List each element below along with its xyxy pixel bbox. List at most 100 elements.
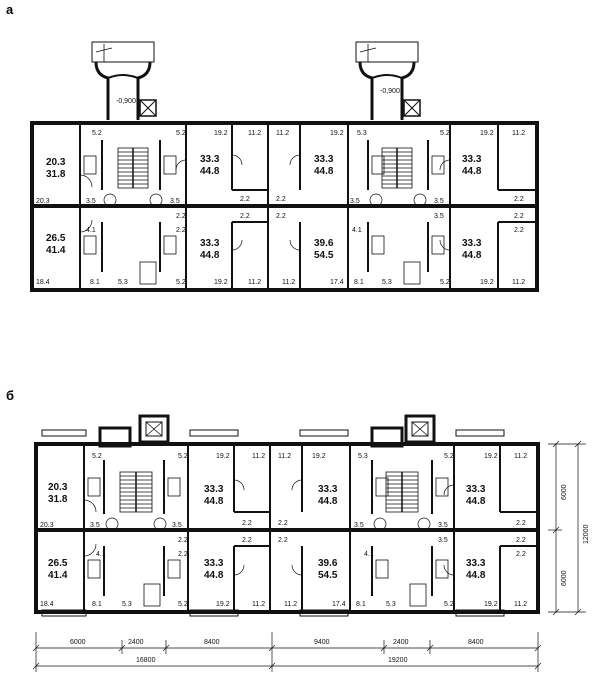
stairwell-left-b <box>119 471 153 513</box>
room-area-total: 44.8 <box>200 250 220 261</box>
plan-a: а -0,900 -0,900 <box>6 2 539 292</box>
area-label: 3.5 <box>90 522 100 529</box>
area-label: 3.5 <box>354 522 364 529</box>
room-area-total: 44.8 <box>204 570 224 581</box>
area-label: 5.2 <box>176 130 186 137</box>
stairwell-right-a <box>381 147 413 189</box>
area-label: 19.2 <box>480 279 494 286</box>
area-label: 5.2 <box>440 279 450 286</box>
area-label: 5.2 <box>92 130 102 137</box>
dim-label-total: 12000 <box>583 524 590 544</box>
area-label: 2.2 <box>516 537 526 544</box>
area-label: 11.2 <box>514 453 527 460</box>
area-label: 19.2 <box>484 601 498 608</box>
room-area: 20.3 <box>46 157 66 168</box>
area-label: 11.2 <box>248 279 261 286</box>
door-swings-b <box>83 479 455 576</box>
area-label: 5.2 <box>178 601 188 608</box>
area-label: 2.2 <box>276 213 286 220</box>
dimension-lines-x <box>32 632 542 672</box>
plan-b: б <box>6 388 590 672</box>
area-label: 3.5 <box>172 522 182 529</box>
room-area-total: 44.8 <box>314 166 334 177</box>
area-label: 3.5 <box>350 198 360 205</box>
room-area: 33.3 <box>200 154 220 165</box>
area-label: 4.1 <box>352 227 362 234</box>
dim-label-total: 19200 <box>388 657 408 664</box>
area-label: 3.5 <box>434 213 444 220</box>
bath-fixtures-b <box>87 477 449 607</box>
area-label: 17.4 <box>332 601 346 608</box>
room-area: 33.3 <box>466 484 486 495</box>
room-area-total: 41.4 <box>46 245 66 256</box>
dimension-labels-x: 6000 2400 8400 9400 2400 8400 16800 1920… <box>70 639 484 664</box>
partitions-b <box>83 444 538 612</box>
area-label: 11.2 <box>278 453 291 460</box>
area-label: 11.2 <box>252 601 265 608</box>
room-area-total: 44.8 <box>462 250 482 261</box>
area-label: 19.2 <box>480 130 494 137</box>
area-label: 11.2 <box>248 130 261 137</box>
area-label: 5.2 <box>176 279 186 286</box>
dimension-labels-y: 6000 6000 12000 <box>561 484 590 586</box>
area-label: 2.2 <box>514 213 524 220</box>
area-label: 2.2 <box>242 537 252 544</box>
room-area: 33.3 <box>200 238 220 249</box>
area-label: 11.2 <box>252 453 265 460</box>
room-area-total: 54.5 <box>318 570 338 581</box>
area-label: 5.2 <box>440 130 450 137</box>
small-labels-a: 5.2 5.2 19.2 11.2 11.2 19.2 5.3 5.2 19.2… <box>36 130 525 286</box>
area-label: 11.2 <box>512 130 525 137</box>
area-label: 5.3 <box>122 601 132 608</box>
area-label: 4.1 <box>96 551 106 558</box>
room-area: 33.3 <box>466 558 486 569</box>
area-label: 20.3 <box>36 198 50 205</box>
dim-label: 2400 <box>393 639 409 646</box>
area-label: 3.5 <box>170 198 180 205</box>
panel-letter-a: а <box>6 2 14 17</box>
stairwell-left-a <box>117 147 149 189</box>
area-label: 3.5 <box>438 537 448 544</box>
room-area: 33.3 <box>204 484 224 495</box>
room-area-total: 44.8 <box>318 496 338 507</box>
area-label: 18.4 <box>40 601 54 608</box>
area-label: 5.2 <box>92 453 102 460</box>
room-area: 33.3 <box>462 154 482 165</box>
area-label: 5.3 <box>358 453 368 460</box>
area-label: 19.2 <box>214 130 228 137</box>
room-labels-b: 20.3 31.8 26.5 41.4 33.3 44.8 33.3 44.8 … <box>48 482 486 581</box>
room-area-total: 31.8 <box>48 494 68 505</box>
room-area: 26.5 <box>48 558 68 569</box>
area-label: 3.5 <box>438 522 448 529</box>
area-label: 11.2 <box>514 601 527 608</box>
stairwell-right-b <box>385 471 419 513</box>
room-area-total: 44.8 <box>466 570 486 581</box>
room-area-total: 44.8 <box>462 166 482 177</box>
bath-fixtures-a <box>83 155 445 285</box>
area-label: 5.2 <box>178 453 188 460</box>
area-label: 5.3 <box>357 130 367 137</box>
partitions-a <box>79 123 537 290</box>
area-label: 2.2 <box>242 520 252 527</box>
dim-label: 6000 <box>561 570 568 586</box>
area-label: 2.2 <box>514 196 524 203</box>
door-swings-a <box>79 154 451 251</box>
area-label: 11.2 <box>276 130 289 137</box>
area-label: 4.1 <box>364 551 374 558</box>
area-label: 2.2 <box>516 551 526 558</box>
area-label: 5.3 <box>118 279 128 286</box>
area-label: 19.2 <box>214 279 228 286</box>
area-label: 11.2 <box>282 279 295 286</box>
area-label: 2.2 <box>240 196 250 203</box>
area-label: 18.4 <box>36 279 50 286</box>
dim-label-total: 16800 <box>136 657 156 664</box>
room-area-total: 44.8 <box>200 166 220 177</box>
level-mark-right-a: -0,900 <box>380 88 400 95</box>
area-label: 8.1 <box>90 279 100 286</box>
room-area-total: 31.8 <box>46 169 66 180</box>
area-label: 8.1 <box>92 601 102 608</box>
area-label: 11.2 <box>284 601 297 608</box>
area-label: 19.2 <box>330 130 344 137</box>
area-label: 8.1 <box>356 601 366 608</box>
area-label: 19.2 <box>484 453 498 460</box>
